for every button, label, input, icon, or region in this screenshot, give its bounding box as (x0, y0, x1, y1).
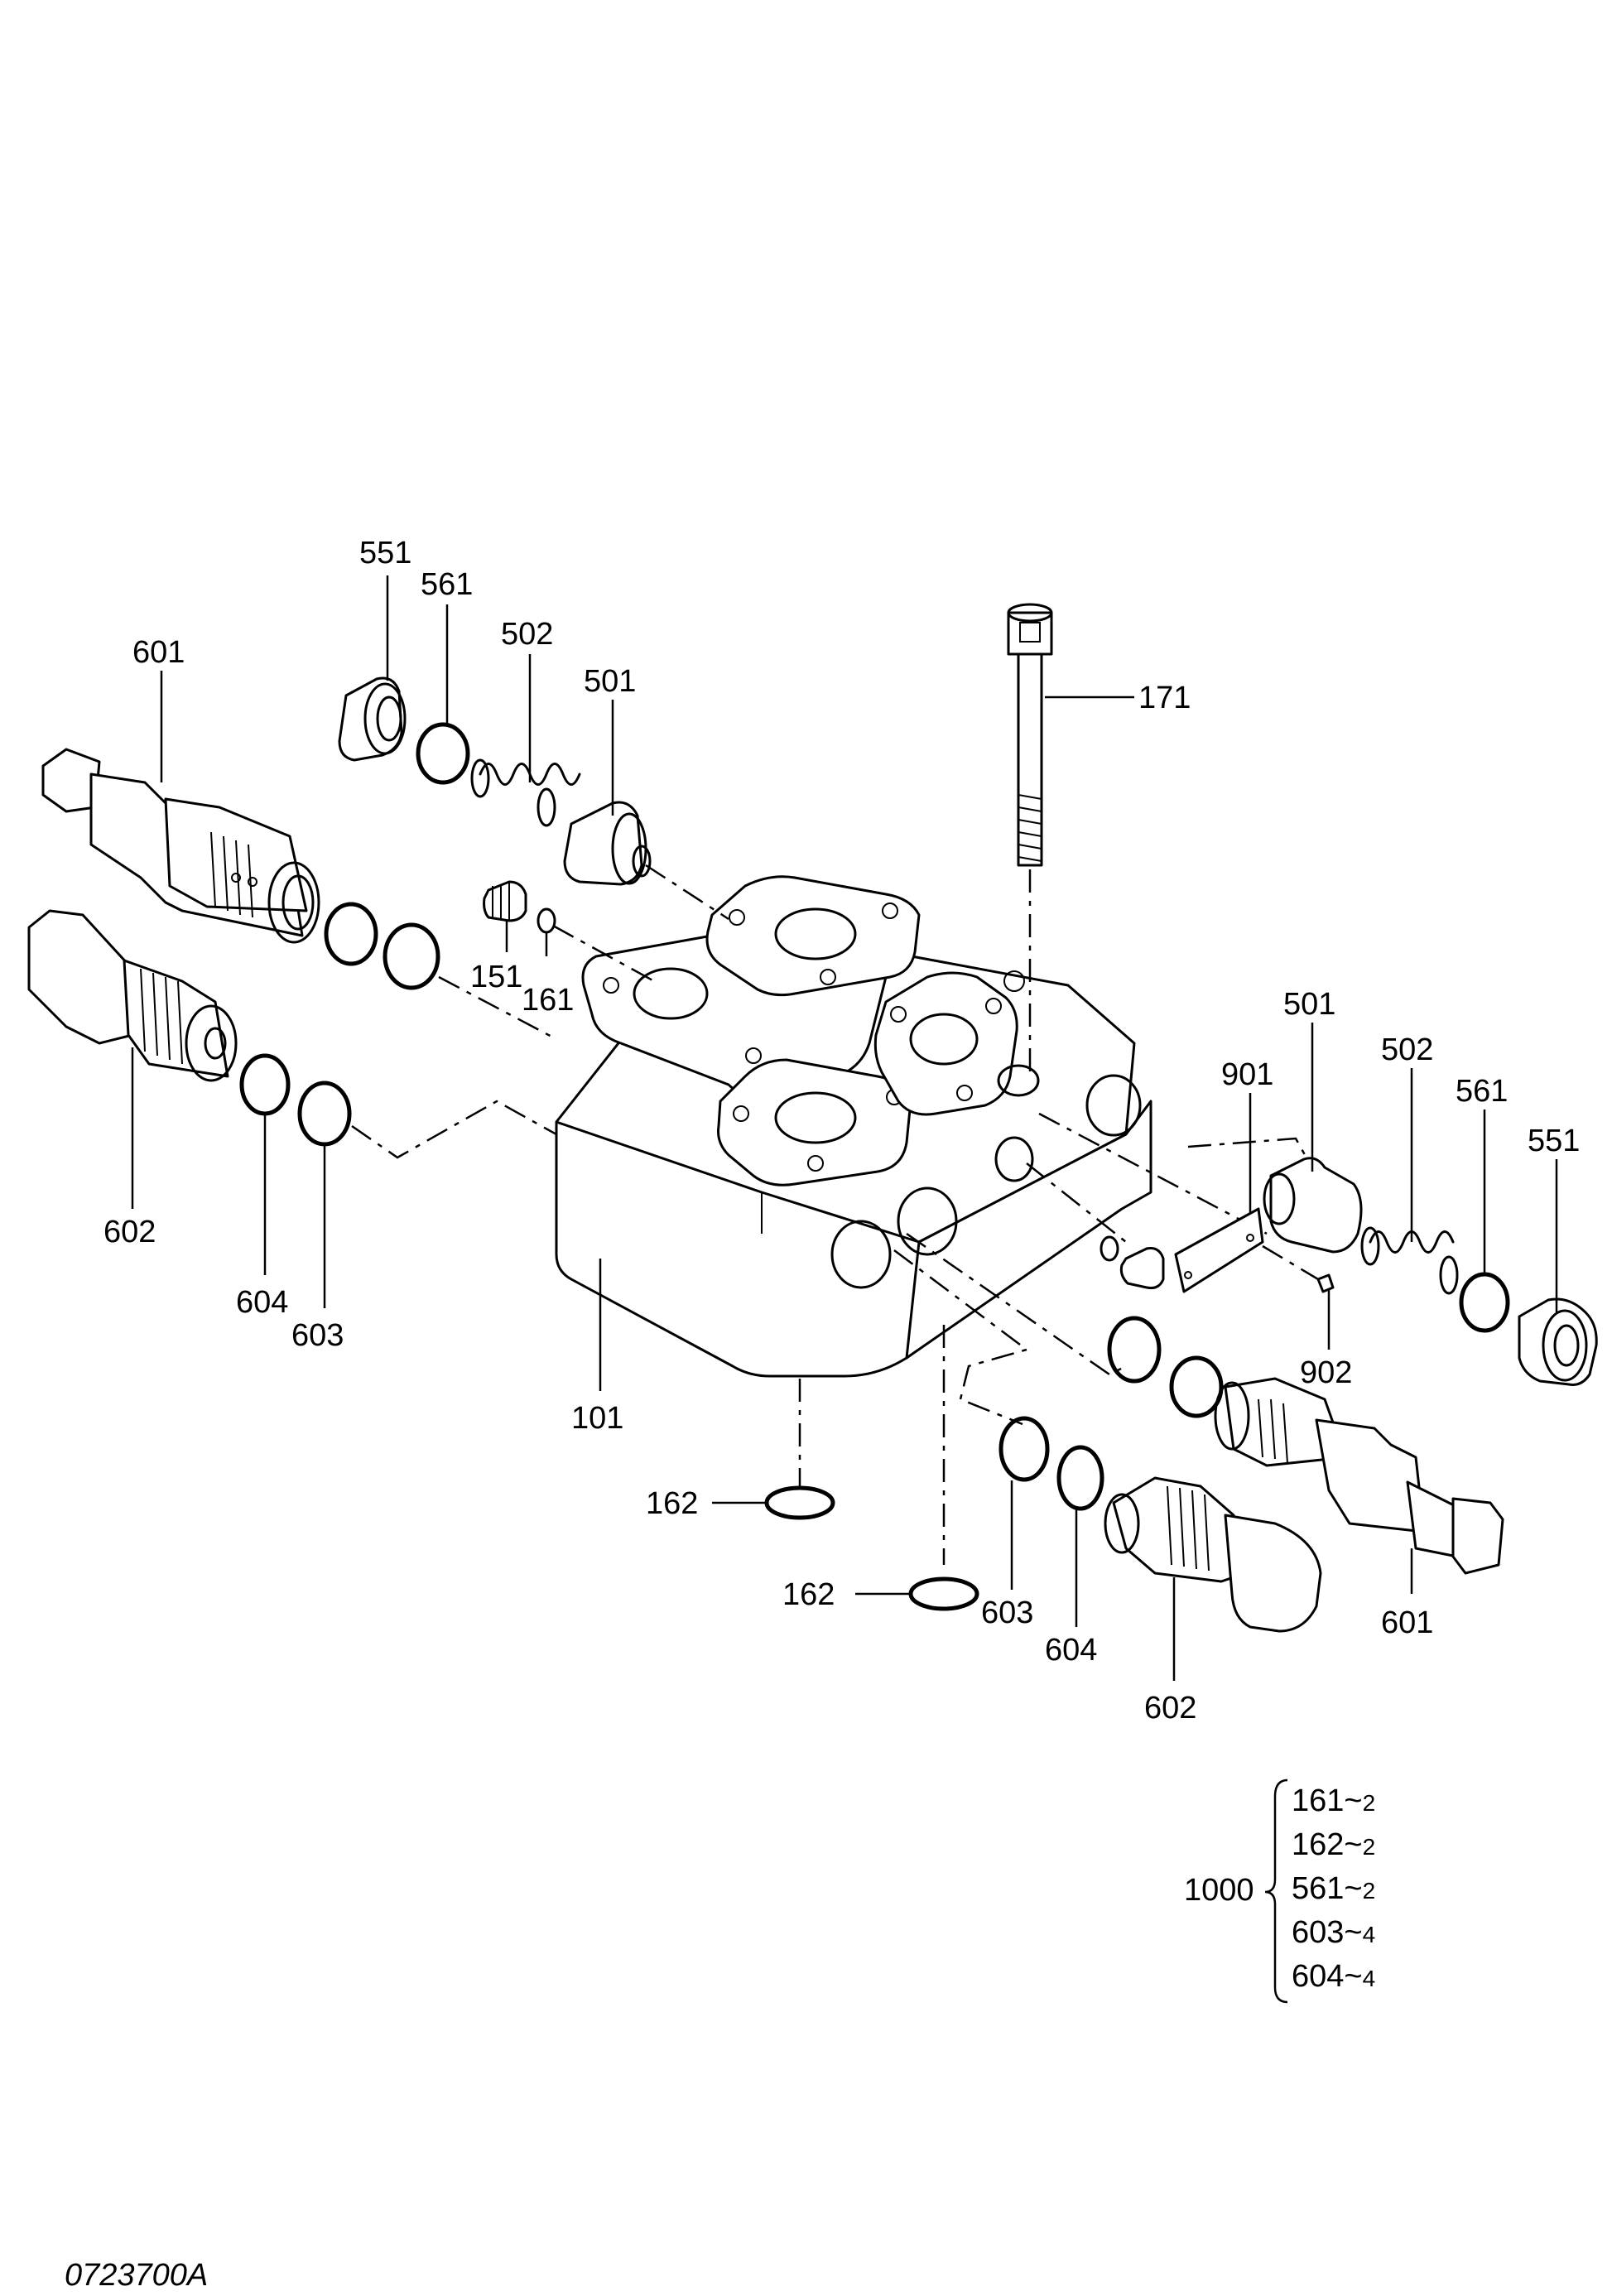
oring-561-right (1459, 1272, 1510, 1333)
snap-ring-604-lower-right (1056, 1445, 1104, 1511)
snap-ring-604-upper-right (1169, 1355, 1224, 1418)
spring-502-left (470, 758, 581, 827)
plate-901 (1174, 1207, 1264, 1293)
callout-561-right: 561 (1456, 1074, 1508, 1109)
seal-kit-1000: 1000 161~2 162~2 561~2 603~4 604~4 (1184, 1779, 1375, 2004)
piston-501-left (563, 801, 652, 886)
oring-603-upper-right (1107, 1316, 1162, 1384)
leader-lines (131, 575, 1558, 1681)
relief-valve-601-left (41, 748, 320, 944)
callout-561-left: 561 (421, 567, 473, 602)
callout-603-right: 603 (981, 1596, 1033, 1630)
plug-small-right (1119, 1247, 1165, 1289)
callout-162-upper: 162 (646, 1486, 698, 1521)
drawing-code: 0723700A (65, 2258, 208, 2293)
callout-601-right: 601 (1381, 1605, 1433, 1640)
callout-502-left: 502 (501, 617, 553, 652)
callout-501-right: 501 (1283, 987, 1335, 1022)
kit-item-561: 561~2 (1292, 1871, 1375, 1906)
svg-text:604~4: 604~4 (1292, 1959, 1375, 1994)
screw-902 (1316, 1273, 1335, 1293)
svg-text:162~2: 162~2 (1292, 1827, 1375, 1862)
plug-602-left (27, 909, 238, 1082)
callout-501-left: 501 (584, 664, 636, 699)
kit-item-603: 603~4 (1292, 1915, 1375, 1950)
callout-151: 151 (470, 960, 522, 994)
spring-502-right (1360, 1226, 1459, 1295)
callout-604-left: 604 (236, 1285, 288, 1320)
callout-603-left: 603 (291, 1318, 344, 1353)
callout-551-left: 551 (359, 536, 411, 570)
kit-item-162: 162~2 (1292, 1827, 1375, 1862)
callout-161: 161 (522, 983, 574, 1018)
oring-small-right (1100, 1235, 1119, 1262)
callout-604-right: 604 (1045, 1633, 1097, 1668)
bolt-171 (1007, 603, 1053, 1072)
oring-162-lower (908, 1576, 979, 1611)
callout-602-left: 602 (103, 1215, 156, 1249)
snap-ring-604-lower-left (239, 1053, 291, 1116)
oring-162-upper (764, 1485, 835, 1520)
svg-text:161~2: 161~2 (1292, 1783, 1375, 1818)
callout-502-right: 502 (1381, 1032, 1433, 1067)
callout-902: 902 (1300, 1355, 1352, 1390)
callout-602-right: 602 (1144, 1691, 1196, 1726)
kit-item-161: 161~2 (1292, 1783, 1375, 1818)
piston-501-right (1263, 1157, 1363, 1254)
kit-item-604: 604~4 (1292, 1959, 1375, 1994)
oring-161 (537, 907, 556, 934)
relief-valve-601-right (1214, 1377, 1504, 1575)
oring-603-lower-right (998, 1416, 1050, 1482)
plug-551-left (338, 676, 407, 762)
oring-603-lower-left (297, 1081, 352, 1147)
plug-602-right (1104, 1476, 1322, 1633)
plug-551-right (1518, 1297, 1598, 1386)
oring-603-upper-left (383, 922, 440, 990)
callout-551-right: 551 (1528, 1124, 1580, 1158)
kit-number: 1000 (1184, 1873, 1254, 1908)
callout-162-lower: 162 (782, 1577, 835, 1612)
callout-101: 101 (571, 1401, 623, 1436)
oring-561-left (416, 722, 470, 785)
svg-text:603~4: 603~4 (1292, 1915, 1375, 1950)
valve-body-101 (555, 875, 1152, 1378)
callout-901: 901 (1221, 1057, 1273, 1092)
callout-171: 171 (1138, 681, 1191, 715)
callout-601-left: 601 (132, 635, 185, 670)
snap-ring-604-upper-left (324, 902, 378, 966)
plug-151 (483, 880, 527, 922)
svg-text:561~2: 561~2 (1292, 1871, 1375, 1906)
